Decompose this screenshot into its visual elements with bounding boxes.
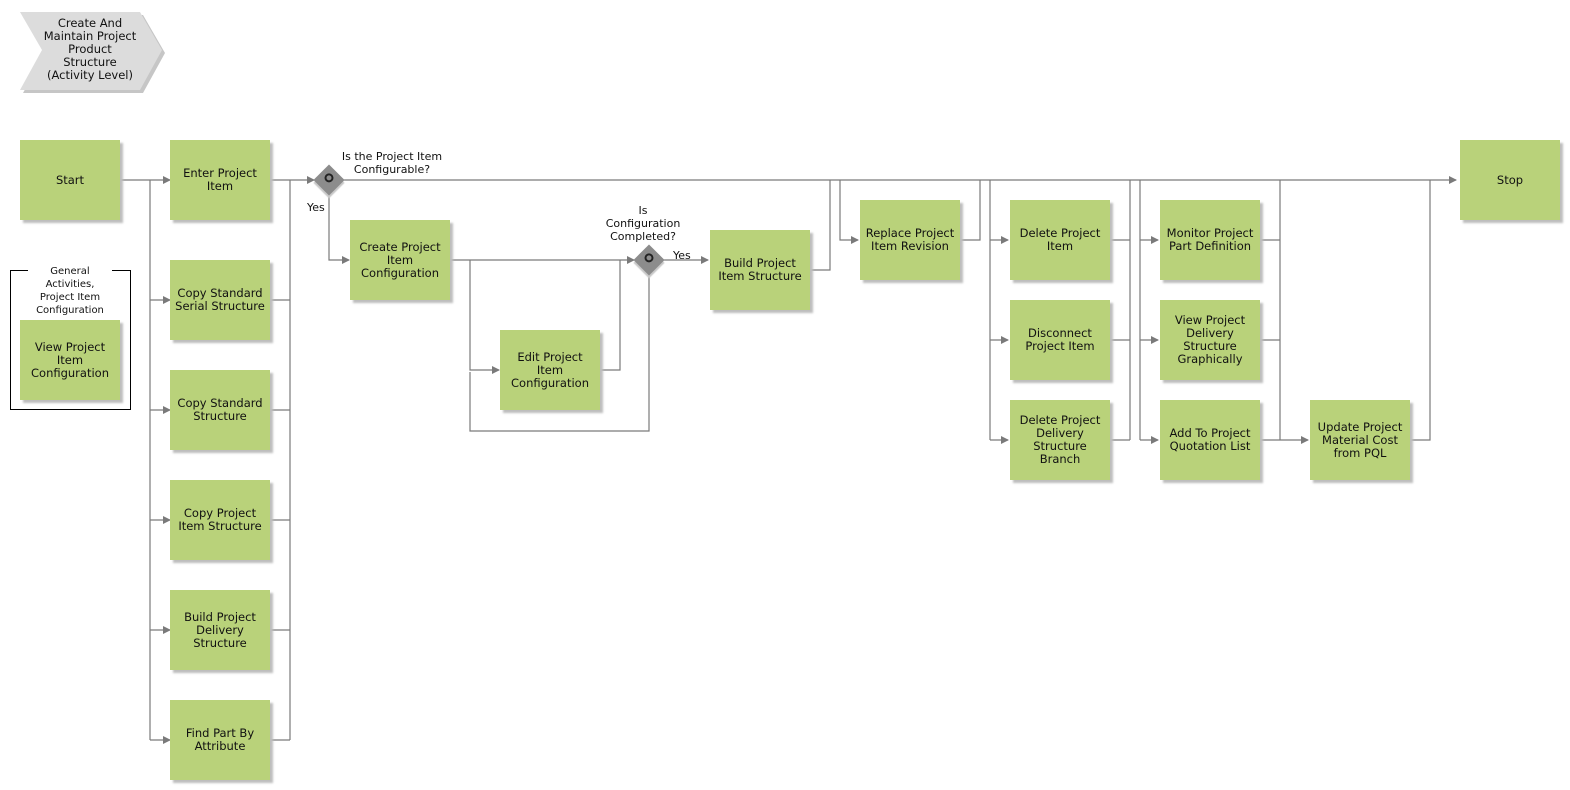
activity-find-part-by-attribute[interactable]: Find Part By Attribute bbox=[170, 700, 270, 780]
activity-replace-project-item-revision[interactable]: Replace Project Item Revision bbox=[860, 200, 960, 280]
stop-event[interactable]: Stop bbox=[1460, 140, 1560, 220]
activity-edit-project-item-configuration[interactable]: Edit Project Item Configuration bbox=[500, 330, 600, 410]
activity-create-project-item-configuration[interactable]: Create Project Item Configuration bbox=[350, 220, 450, 300]
gateway-configurable-yes-label: Yes bbox=[307, 201, 325, 214]
title-chevron-shape bbox=[20, 12, 162, 90]
start-event[interactable]: Start bbox=[20, 140, 120, 220]
activity-copy-standard-structure[interactable]: Copy Standard Structure bbox=[170, 370, 270, 450]
activity-view-project-delivery-structure-graphically[interactable]: View Project Delivery Structure Graphica… bbox=[1160, 300, 1260, 380]
gateway-completed-yes-label: Yes bbox=[673, 249, 691, 262]
activity-disconnect-project-item[interactable]: Disconnect Project Item bbox=[1010, 300, 1110, 380]
activity-update-project-material-cost-from-pql[interactable]: Update Project Material Cost from PQL bbox=[1310, 400, 1410, 480]
gateway-completed-label: Is Configuration Completed? bbox=[605, 204, 681, 243]
gateway-configurable-label: Is the Project Item Configurable? bbox=[341, 150, 443, 176]
activity-view-project-item-configuration[interactable]: View Project Item Configuration bbox=[20, 320, 120, 400]
diagram-title: Create And Maintain Project Product Stru… bbox=[43, 16, 137, 82]
activity-copy-standard-serial-structure[interactable]: Copy Standard Serial Structure bbox=[170, 260, 270, 340]
activity-enter-project-item[interactable]: Enter Project Item bbox=[170, 140, 270, 220]
activity-add-to-project-quotation-list[interactable]: Add To Project Quotation List bbox=[1160, 400, 1260, 480]
activity-delete-project-item[interactable]: Delete Project Item bbox=[1010, 200, 1110, 280]
activity-delete-project-delivery-structure-branch[interactable]: Delete Project Delivery Structure Branch bbox=[1010, 400, 1110, 480]
activity-copy-project-item-structure[interactable]: Copy Project Item Structure bbox=[170, 480, 270, 560]
activity-monitor-project-part-definition[interactable]: Monitor Project Part Definition bbox=[1160, 200, 1260, 280]
activity-build-project-item-structure[interactable]: Build Project Item Structure bbox=[710, 230, 810, 310]
activity-group-label: General Activities, Project Item Configu… bbox=[28, 265, 112, 317]
activity-build-project-delivery-structure[interactable]: Build Project Delivery Structure bbox=[170, 590, 270, 670]
